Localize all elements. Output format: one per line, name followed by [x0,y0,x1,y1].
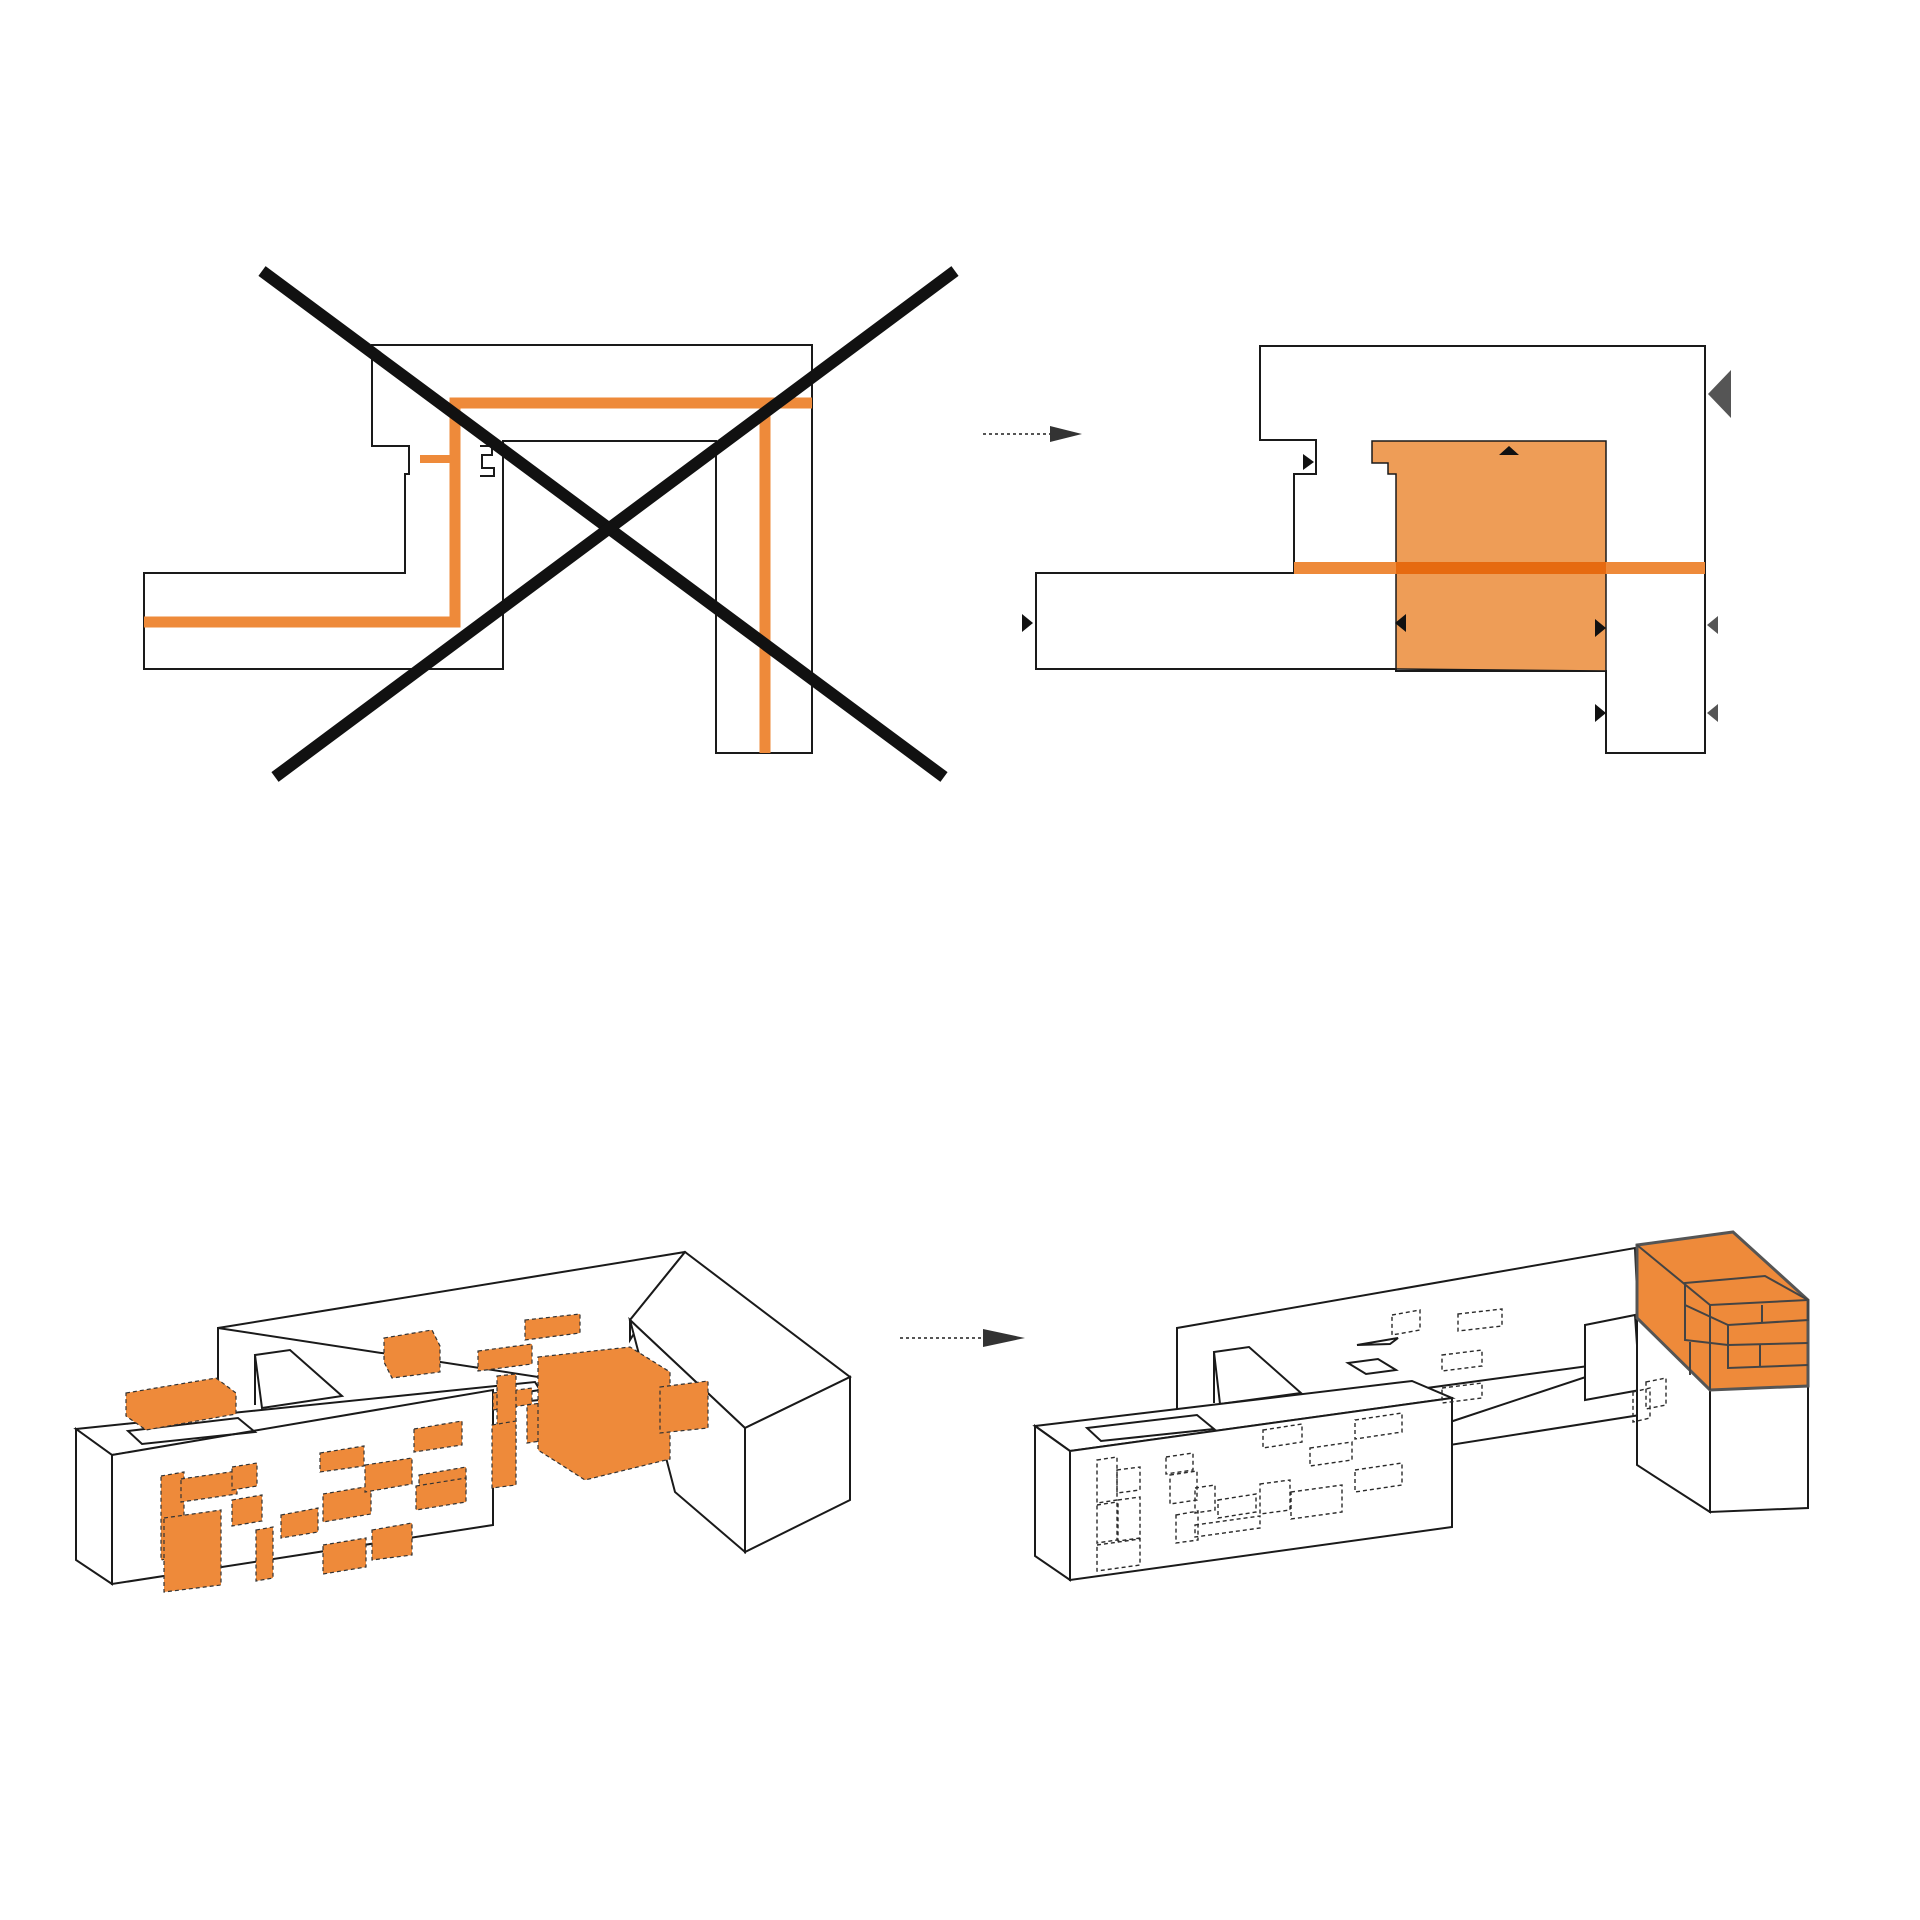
entrance-marker-icon [1499,446,1519,455]
entrance-markers-outer [1707,370,1731,722]
volume [322,1537,367,1575]
plan-proposed-panel [1022,345,1731,754]
volume [255,1526,274,1582]
entrance-marker-icon [1708,370,1731,418]
axo-proposed-openings [1096,1308,1667,1572]
axo-rejected-program-volumes [125,1313,709,1593]
entrance-marker-icon [1595,619,1606,637]
axo-proposed-panel [1032,1230,1810,1582]
entrance-markers [1022,446,1606,722]
volume [524,1313,581,1341]
plan-proposed-corridor-overlap [1396,562,1606,574]
volume [319,1445,365,1473]
volume [280,1507,319,1539]
axo-proposed-connector [1584,1313,1642,1402]
volume [125,1377,237,1431]
arrow-right-icon [900,1329,1025,1347]
plan-rejected-outline [143,344,813,754]
volume [477,1343,533,1372]
volume [413,1420,463,1453]
volume [364,1457,413,1493]
entrance-marker-icon [1707,616,1718,634]
volume [180,1470,238,1503]
volume [163,1509,222,1593]
plan-rejected-corridor [144,397,812,753]
volume [322,1485,372,1523]
axo-proposed-front-wing [1032,1379,1456,1582]
axo-proposed-orange-cube [1635,1230,1810,1392]
entrance-marker-icon [1395,614,1406,632]
entrance-marker-icon [1707,704,1718,722]
volume [537,1346,671,1481]
volume [659,1380,709,1434]
volume [415,1477,467,1511]
plan-proposed-central-hall [1371,440,1607,672]
axo-proposed-tower [1636,1315,1809,1514]
volume [231,1462,258,1491]
volume [383,1329,441,1379]
volume [371,1522,413,1561]
entrance-marker-icon [1303,454,1314,470]
volume [231,1494,263,1527]
axo-rejected-panel [73,1250,852,1593]
cross-out-mark-icon [258,266,959,782]
arrow-right-icon [983,426,1082,442]
entrance-marker-icon [1595,704,1606,722]
entrance-marker-icon [1022,614,1033,632]
volume [491,1420,517,1489]
plan-rejected-panel [143,266,959,782]
